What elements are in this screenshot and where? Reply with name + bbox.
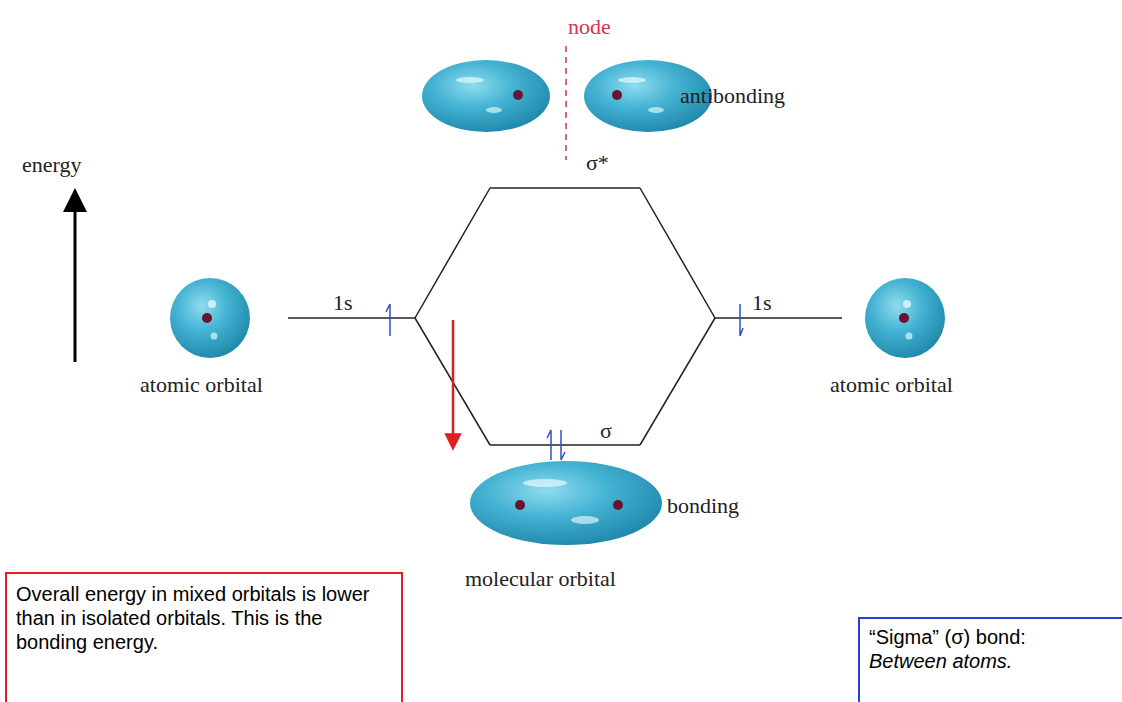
definition-box: “Sigma” (σ) bond:Between atoms. (858, 617, 1122, 702)
orbital-caption: molecular orbital (465, 566, 616, 591)
orbital-caption: atomic orbital (830, 372, 953, 397)
energy-axis (74, 200, 77, 362)
box-text: Overall energy in mixed orbitals is lowe… (16, 582, 381, 654)
node-label: node (568, 14, 611, 39)
energy-levels (288, 188, 842, 445)
bonding-energy-arrow (452, 320, 455, 442)
node-line (565, 46, 567, 160)
orbital-caption: atomic orbital (140, 372, 263, 397)
level-label: 1s (333, 290, 353, 315)
antibonding-orbital (422, 60, 712, 132)
level-label: 1s (752, 290, 772, 315)
box-subtext: Between atoms. (869, 649, 1114, 673)
bonding-orbital (470, 461, 662, 545)
electron-arrows (386, 304, 743, 460)
box-text: “Sigma” (σ) bond: (869, 625, 1114, 649)
axis-label: energy (22, 152, 81, 177)
orbital-symbol: σ (600, 418, 612, 443)
orbital-label: bonding (667, 493, 739, 518)
orbital-label: antibonding (680, 83, 785, 108)
note-box: Overall energy in mixed orbitals is lowe… (5, 572, 403, 702)
atomic-orbital-sphere (170, 278, 945, 358)
orbital-symbol: σ* (586, 150, 609, 175)
